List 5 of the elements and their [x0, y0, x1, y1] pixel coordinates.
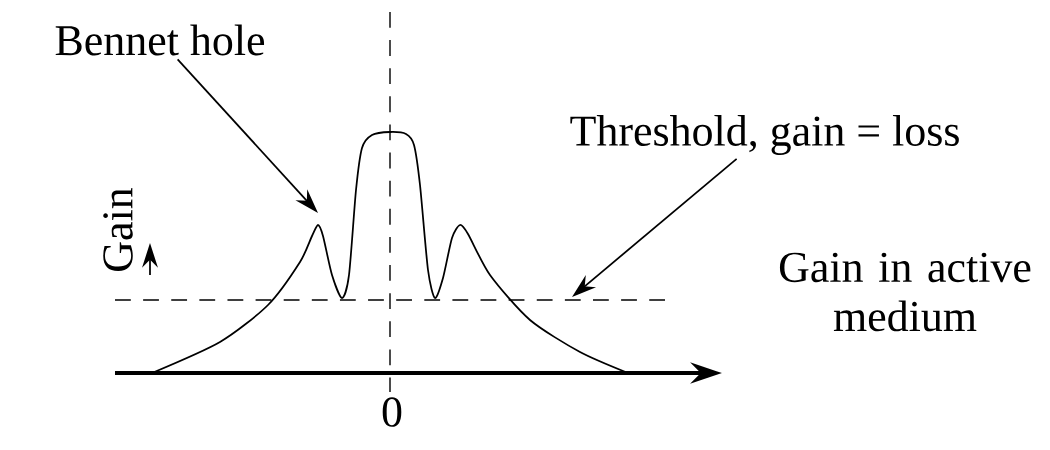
tick-label: 0	[382, 397, 402, 427]
callout-label: Threshold, gain = loss	[570, 115, 959, 155]
axis-label: Gain	[103, 187, 133, 271]
curve-label: Gain in active medium	[779, 252, 1031, 332]
callout-label: Bennet hole	[55, 24, 265, 56]
